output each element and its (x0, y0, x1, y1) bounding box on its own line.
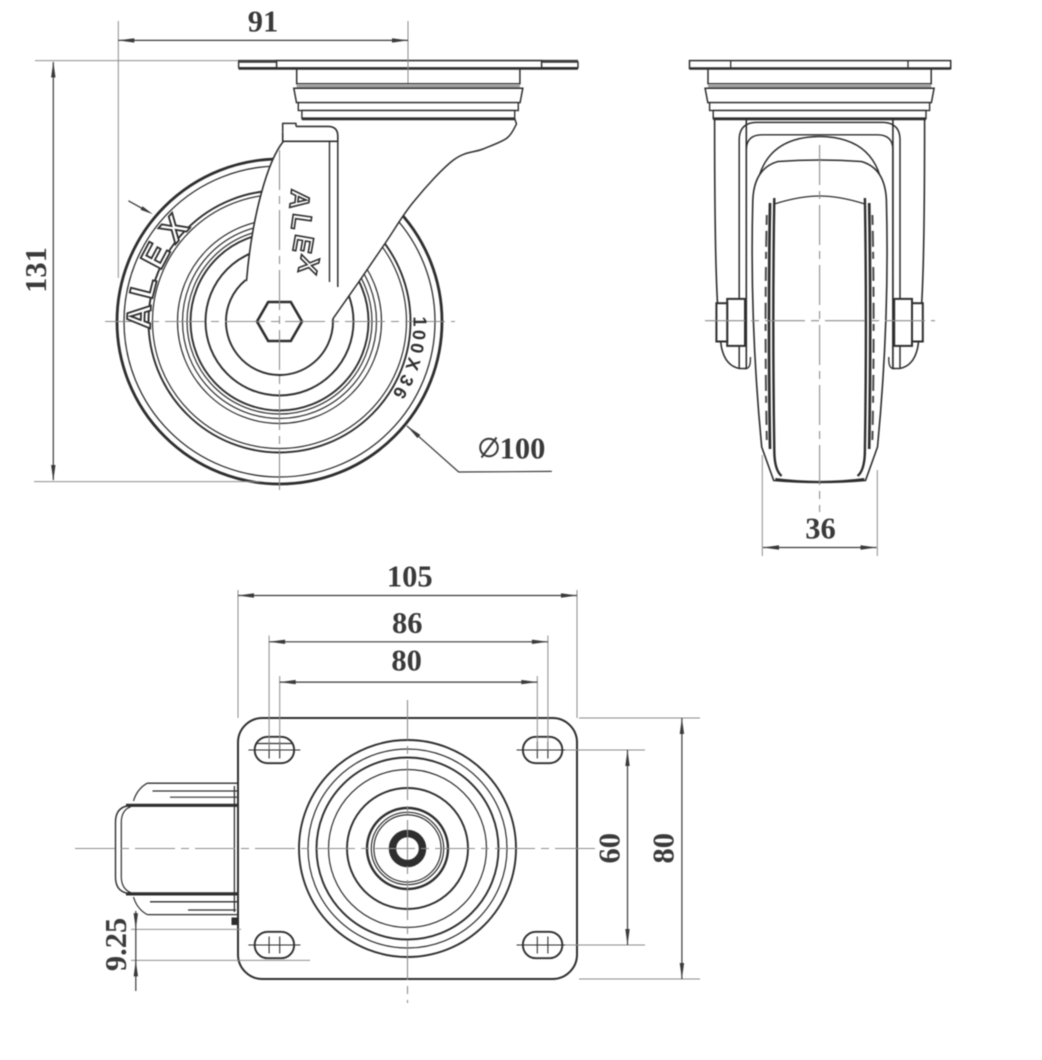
svg-text:X: X (402, 355, 425, 373)
svg-text:80: 80 (391, 644, 422, 678)
svg-text:L: L (285, 212, 317, 233)
svg-text:A: A (120, 304, 159, 330)
svg-text:105: 105 (387, 559, 433, 593)
svg-text:0: 0 (406, 341, 428, 355)
svg-text:36: 36 (805, 512, 836, 546)
svg-text:1: 1 (410, 316, 430, 326)
svg-text:A: A (284, 188, 316, 211)
svg-text:80: 80 (646, 833, 680, 864)
svg-text:131: 131 (19, 247, 53, 293)
svg-text:60: 60 (592, 833, 626, 864)
svg-text:100: 100 (500, 432, 546, 466)
svg-text:0: 0 (408, 329, 429, 341)
svg-text:9.25: 9.25 (99, 918, 133, 971)
svg-text:86: 86 (392, 606, 423, 640)
svg-text:91: 91 (248, 5, 279, 39)
